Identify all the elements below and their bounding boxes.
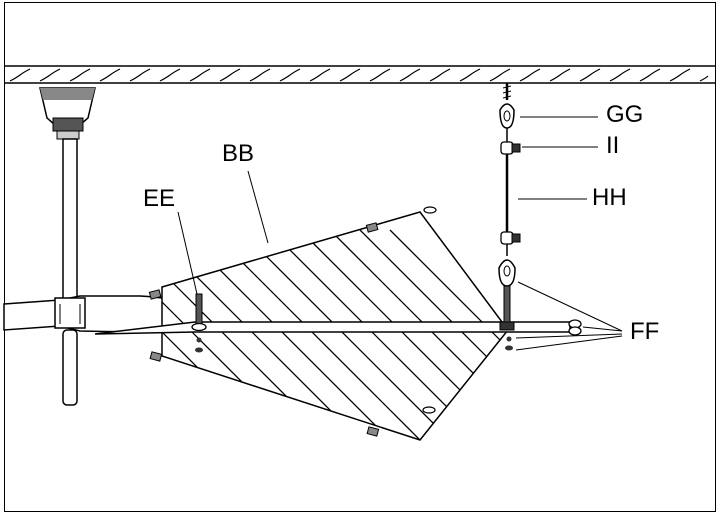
label-hh: HH	[592, 184, 627, 211]
hanging-hardware	[498, 83, 521, 351]
leader-lines	[177, 116, 623, 351]
ceiling	[4, 65, 716, 84]
fan-downrod	[62, 138, 78, 406]
bolt-ee	[191, 293, 207, 353]
label-ee: EE	[143, 185, 176, 212]
label-gg: GG	[606, 101, 644, 128]
label-ff: FF	[630, 318, 660, 345]
fan-canopy	[39, 87, 96, 140]
figure-frame	[4, 2, 716, 512]
support-rod	[94, 319, 582, 336]
label-bb: BB	[222, 140, 255, 167]
label-ii: II	[606, 132, 620, 159]
